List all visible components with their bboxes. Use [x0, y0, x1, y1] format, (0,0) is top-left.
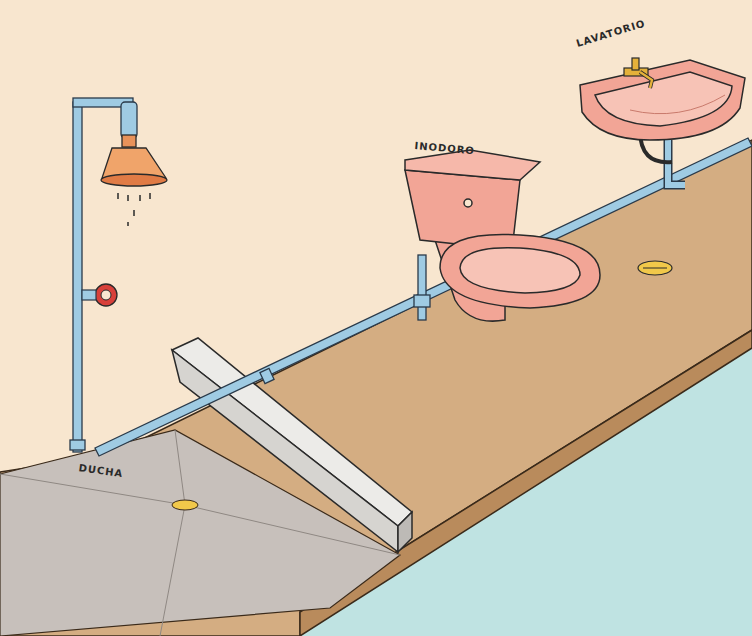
floor-slab — [0, 140, 752, 636]
shower-valve — [82, 284, 117, 306]
toilet — [405, 150, 600, 321]
pipe-coupling — [260, 368, 274, 383]
water-drops — [118, 193, 150, 226]
shower-head — [101, 135, 167, 186]
shower-drain — [172, 500, 198, 510]
drain-grid — [643, 268, 667, 269]
shower-curb-end — [398, 512, 412, 552]
sink — [580, 60, 745, 140]
toilet-supply — [418, 255, 426, 320]
shower-riser — [73, 102, 82, 452]
faucet — [624, 58, 652, 88]
shower-curb-side — [172, 350, 398, 552]
shower-arm-elbow — [121, 102, 137, 138]
pipe-elbow — [70, 440, 85, 450]
pipe-fitting — [414, 295, 430, 307]
floor-drain — [638, 261, 672, 275]
water-pipe — [95, 138, 752, 456]
shower-curb — [172, 338, 412, 526]
